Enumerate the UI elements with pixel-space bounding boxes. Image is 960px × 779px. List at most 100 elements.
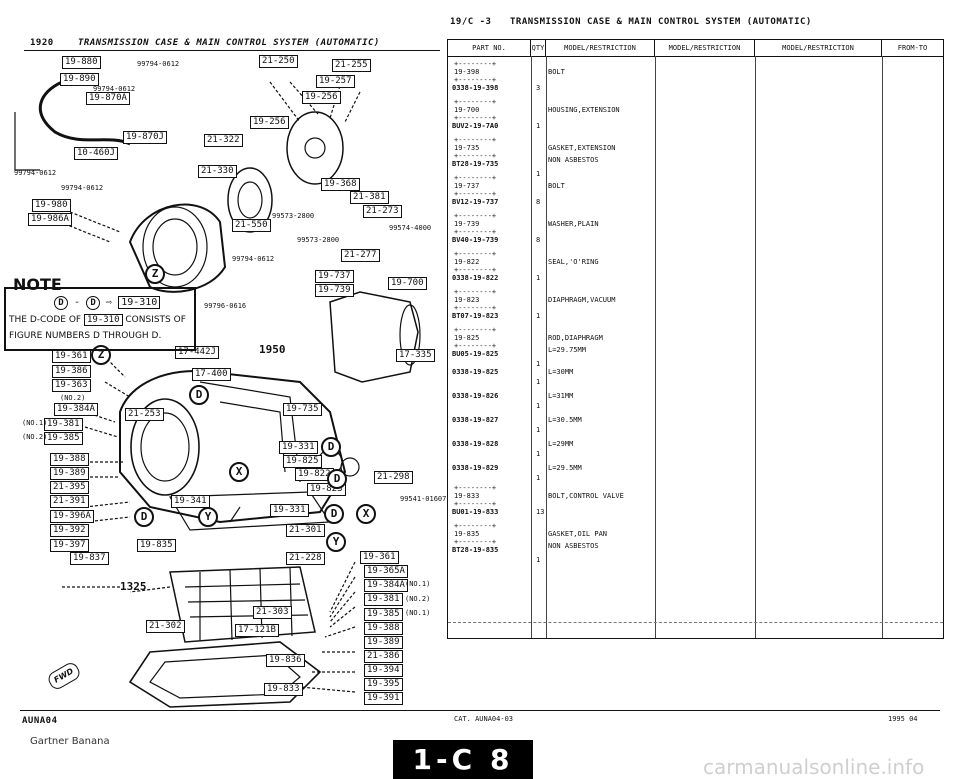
callout-circle: Y — [198, 507, 218, 527]
quantity: 1 — [536, 360, 541, 368]
callout-circle: X — [229, 462, 249, 482]
seq-label: (NO.2) — [405, 595, 431, 603]
ref-frame: +--------+ — [454, 484, 497, 492]
converter-housing — [128, 203, 227, 293]
note-callout-circle: D — [54, 296, 68, 310]
ref-frame: +--------+ — [454, 136, 497, 144]
quantity: 8 — [536, 236, 541, 244]
left-header-rule — [24, 50, 440, 51]
part-ref-box: 19-385 — [44, 432, 83, 445]
ref-frame: +--------+ — [454, 60, 497, 68]
part-description: L=30.5MM — [548, 416, 582, 424]
quantity: 3 — [536, 84, 541, 92]
note-box: D - D ⇨ 19-310 THE D-CODE OF 19-310 CONS… — [4, 287, 196, 351]
catalog-code: AUNA04 — [22, 716, 58, 726]
quantity: 1 — [536, 122, 541, 130]
part-ref-box: 19-880 — [62, 56, 101, 69]
note-line-3: FIGURE NUMBERS D THROUGH D. — [9, 331, 162, 341]
callout-circle: Z — [145, 264, 165, 284]
note-callout-circle: D — [86, 296, 101, 310]
part-ref-box: 19-331 — [270, 504, 309, 517]
part-number: BV12-19-737 — [452, 198, 499, 206]
ref-number: 19-825 — [454, 334, 480, 342]
site-watermark: carmanualsonline.info — [703, 755, 925, 779]
part-ref-box: 19-986A — [28, 213, 72, 226]
col-header-model-3: MODEL/RESTRICTION — [755, 40, 882, 57]
ref-frame: +--------+ — [454, 212, 497, 220]
col-divider — [755, 56, 756, 638]
part-ref-box: 19-396A — [50, 510, 94, 523]
seq-label: (NO.1) — [22, 419, 48, 427]
part-number: BU01-19-833 — [452, 508, 499, 516]
part-ref-box: 19-835 — [137, 539, 176, 552]
part-description: NON ASBESTOS — [548, 156, 599, 164]
col-header-model-2: MODEL/RESTRICTION — [655, 40, 755, 57]
ref-frame: +--------+ — [454, 250, 497, 258]
part-ref-box: 19-256 — [302, 91, 341, 104]
col-divider — [882, 56, 883, 638]
group-ref-label: 1325 — [120, 580, 147, 593]
quantity: 13 — [536, 508, 545, 516]
callout-circle: D — [327, 469, 347, 489]
part-ref-box: 19-368 — [321, 178, 360, 191]
left-page-title: TRANSMISSION CASE & MAIN CONTROL SYSTEM … — [78, 38, 380, 48]
part-number: 0338-19-828 — [452, 440, 499, 448]
seq-label: (NO.2) — [22, 433, 48, 441]
callout-circle: D — [134, 507, 154, 527]
part-ref-box: 19-389 — [50, 467, 89, 480]
valve-body — [169, 566, 316, 643]
exploded-diagram: 19-880 19-890 19-870A 19-870J 10-460J 21… — [0, 52, 447, 712]
part-ref-box: 21-277 — [341, 249, 380, 262]
part-ref-box: 19-833 — [264, 683, 303, 696]
quantity: 1 — [536, 170, 541, 178]
part-ref-box: 19-386 — [52, 365, 91, 378]
ref-number: 19-833 — [454, 492, 480, 500]
ref-frame: +--------+ — [454, 190, 497, 198]
part-description: ROD,DIAPHRAGM — [548, 334, 603, 342]
ref-number: 19-398 — [454, 68, 480, 76]
part-ref-box: 19-361 — [360, 551, 399, 564]
quantity: 1 — [536, 312, 541, 320]
part-ref-box: 21-550 — [232, 219, 271, 232]
part-ref-box: 19-381 — [44, 418, 83, 431]
ref-frame: +--------+ — [454, 174, 497, 182]
ref-frame: +--------+ — [454, 152, 497, 160]
part-ref-box: 21-273 — [363, 205, 402, 218]
right-page-number: 19/C -3 — [450, 17, 492, 27]
table-bottom-dashes — [448, 622, 943, 623]
pump-body — [286, 111, 344, 185]
part-number: 0338-19-825 — [452, 368, 499, 376]
quantity: 1 — [536, 274, 541, 282]
col-divider — [531, 56, 532, 638]
bolt-label: 99794-0612 — [232, 255, 275, 263]
part-description: BOLT — [548, 68, 565, 76]
part-ref-box: 21-386 — [364, 650, 403, 663]
part-ref-box: 19-739 — [315, 284, 354, 297]
seq-label: (NO.1) — [405, 580, 431, 588]
part-ref-box: 21-228 — [286, 552, 325, 565]
part-description: WASHER,PLAIN — [548, 220, 599, 228]
part-number: 0338-19-829 — [452, 464, 499, 472]
col-divider — [546, 56, 547, 638]
ref-frame: +--------+ — [454, 288, 497, 296]
ref-number: 19-835 — [454, 530, 480, 538]
part-number: BV40-19-739 — [452, 236, 499, 244]
part-ref-box: 19-836 — [266, 654, 305, 667]
extension-housing — [329, 291, 419, 383]
part-ref-box: 19-394 — [364, 664, 403, 677]
seq-label: (NO.1) — [405, 609, 431, 617]
part-ref-box: 19-384A — [364, 579, 408, 592]
ref-number: 19-735 — [454, 144, 480, 152]
callout-circle: Y — [326, 532, 346, 552]
part-ref-box: 21-255 — [332, 59, 371, 72]
part-description: GASKET,OIL PAN — [548, 530, 608, 538]
col-header-part-no: PART NO. — [448, 40, 531, 57]
part-ref-box: 10-460J — [74, 147, 118, 160]
ref-frame: +--------+ — [454, 538, 497, 546]
part-number: BUV2-19-7A0 — [452, 122, 499, 130]
part-ref-box: 19-395 — [364, 678, 403, 691]
part-ref-box: 21-303 — [253, 606, 292, 619]
bolt-label: 99541-01607 — [400, 495, 447, 503]
part-ref-box: 21-253 — [125, 408, 164, 421]
ref-frame: +--------+ — [454, 98, 497, 106]
